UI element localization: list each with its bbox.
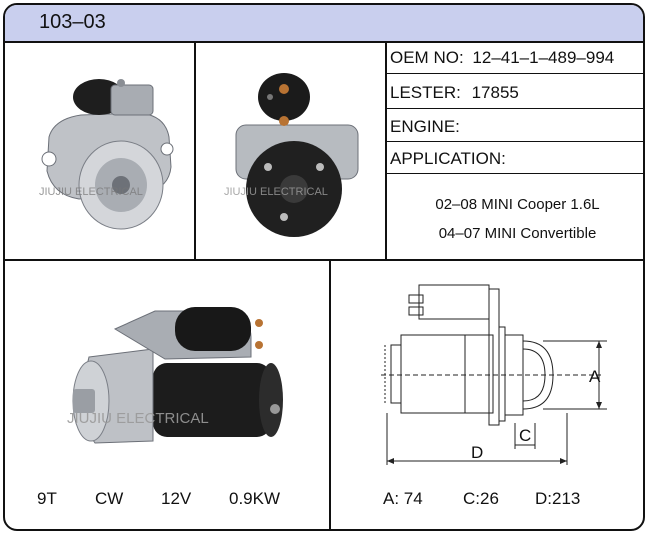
dimension-a-label: A: bbox=[383, 489, 400, 508]
oem-row: OEM NO: 12–41–1–489–994 bbox=[390, 48, 614, 68]
application-item: 02–08 MINI Cooper 1.6L bbox=[435, 196, 600, 213]
starter-photo-side: JIUJIU ELECTRICAL bbox=[39, 79, 174, 230]
rating-power: 0.9KW bbox=[229, 489, 281, 508]
starter-photo-front: JIUJIU ELECTRICAL bbox=[224, 73, 359, 237]
rating-voltage: 12V bbox=[161, 489, 192, 508]
part-code: 103–03 bbox=[39, 11, 106, 33]
starter-photo-main: JIUJIU ELECTRICAL bbox=[67, 307, 283, 444]
rating-teeth: 9T bbox=[37, 489, 57, 508]
header-bar: 103–03 bbox=[5, 5, 643, 43]
divider bbox=[385, 73, 643, 74]
lester-label: LESTER: bbox=[390, 83, 461, 102]
dimension-c: C:26 bbox=[463, 489, 499, 509]
divider bbox=[385, 108, 643, 109]
dimension-d-value: 213 bbox=[552, 489, 581, 508]
product-card: 103–03 OEM NO: 12–41–1–489–994 LESTER: 1… bbox=[3, 3, 645, 531]
watermark-text: JIUJIU ELECTRICAL bbox=[224, 186, 328, 198]
divider bbox=[194, 41, 196, 259]
dimension-drawing: A C D bbox=[381, 284, 607, 465]
application-row: APPLICATION: bbox=[390, 149, 506, 169]
lester-value: 17855 bbox=[471, 83, 519, 102]
engine-row: ENGINE: bbox=[390, 117, 460, 137]
oem-label: OEM NO: bbox=[390, 48, 464, 67]
application-item: 04–07 MINI Convertible bbox=[438, 225, 597, 242]
oem-value: 12–41–1–489–994 bbox=[472, 48, 615, 67]
dimension-letter-d: D bbox=[471, 443, 483, 462]
dimension-c-label: C: bbox=[463, 489, 480, 508]
divider bbox=[385, 173, 643, 174]
watermark-text: JIUJIU ELECTRICAL bbox=[67, 410, 209, 427]
divider bbox=[385, 41, 387, 259]
lester-row: LESTER: 17855 bbox=[390, 83, 519, 103]
watermark-text: JIUJIU ELECTRICAL bbox=[39, 186, 143, 198]
dimension-a-value: 74 bbox=[403, 489, 423, 508]
dimension-letter-c: C bbox=[519, 426, 531, 445]
application-label: APPLICATION: bbox=[390, 149, 506, 168]
dimension-d-label: D: bbox=[535, 489, 552, 508]
dimension-a: A: 74 bbox=[383, 489, 423, 509]
rating-rotation: CW bbox=[95, 489, 124, 508]
dimension-letter-a: A bbox=[589, 367, 601, 386]
dimension-c-value: 26 bbox=[480, 489, 499, 508]
divider bbox=[385, 141, 643, 142]
divider bbox=[5, 259, 643, 261]
engine-label: ENGINE: bbox=[390, 117, 460, 136]
dimension-d: D:213 bbox=[535, 489, 580, 509]
divider bbox=[329, 259, 331, 529]
